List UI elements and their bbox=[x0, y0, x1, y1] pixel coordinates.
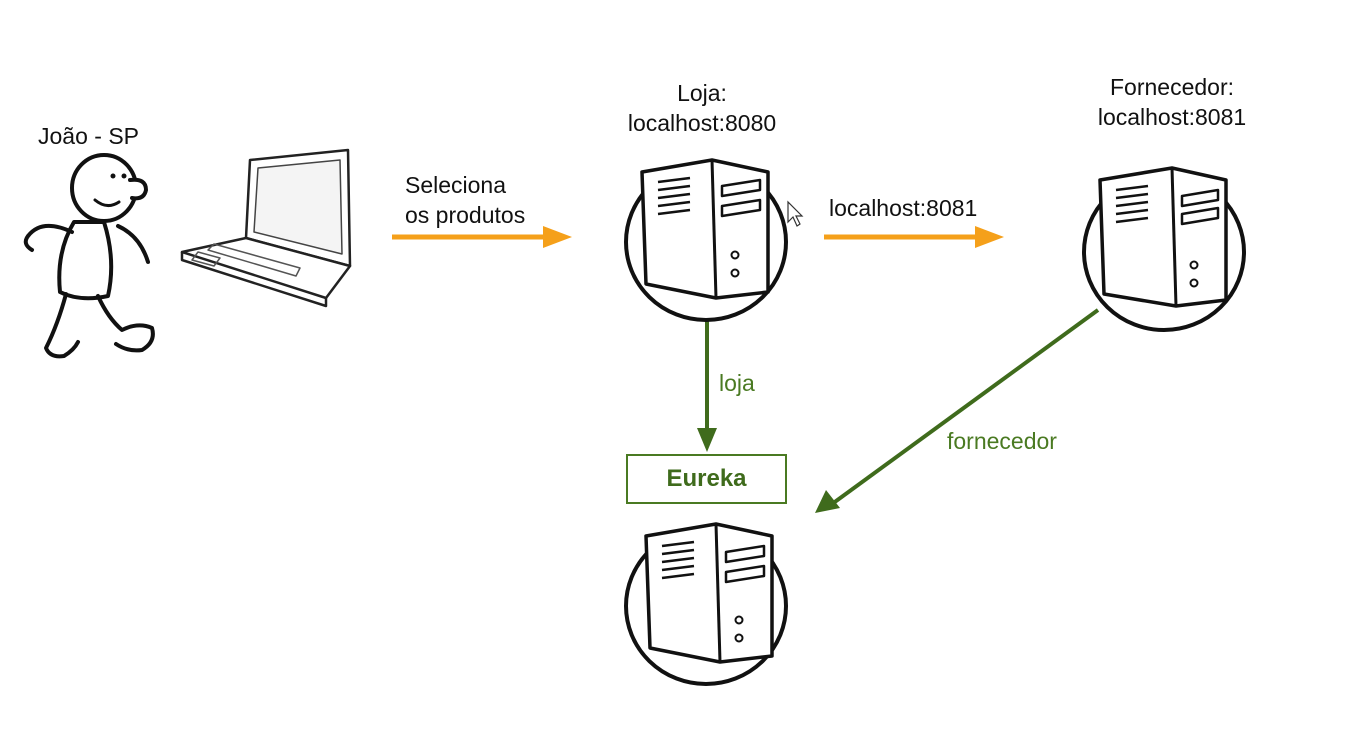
fornecedor-server-icon bbox=[1082, 166, 1246, 332]
fornecedor-registration-label: fornecedor bbox=[947, 428, 1057, 454]
fornecedor-address: localhost:8081 bbox=[1097, 104, 1247, 130]
eureka-label: Eureka bbox=[666, 465, 747, 492]
fornecedor-label: Fornecedor: localhost:8081 bbox=[1072, 72, 1272, 132]
loja-address: localhost:8080 bbox=[627, 110, 777, 136]
fornecedor-title: Fornecedor: bbox=[1109, 74, 1234, 100]
eureka-server-icon bbox=[624, 522, 788, 686]
laptop-icon bbox=[180, 148, 352, 308]
loja-registration-arrowhead bbox=[697, 428, 717, 452]
loja-registration-label: loja bbox=[719, 370, 755, 396]
request-label: localhost:8081 bbox=[829, 195, 978, 221]
loja-server-icon bbox=[624, 158, 788, 322]
select-products-arrowhead bbox=[543, 226, 572, 248]
select-products-line1: Seleciona bbox=[405, 172, 507, 198]
user-label: João - SP bbox=[38, 123, 139, 149]
eureka-box: Eureka bbox=[626, 454, 787, 504]
fornecedor-registration-arrow bbox=[830, 308, 1100, 506]
loja-to-fornecedor-arrowhead bbox=[975, 226, 1004, 248]
mouse-cursor-icon bbox=[787, 200, 804, 227]
person-icon bbox=[23, 153, 155, 359]
fornecedor-registration-arrowhead bbox=[815, 490, 840, 513]
select-products-line2: os produtos bbox=[405, 202, 526, 228]
loja-label: Loja: localhost:8080 bbox=[602, 78, 802, 138]
select-products-label: Seleciona os produtos bbox=[405, 170, 525, 230]
loja-title: Loja: bbox=[677, 80, 727, 106]
